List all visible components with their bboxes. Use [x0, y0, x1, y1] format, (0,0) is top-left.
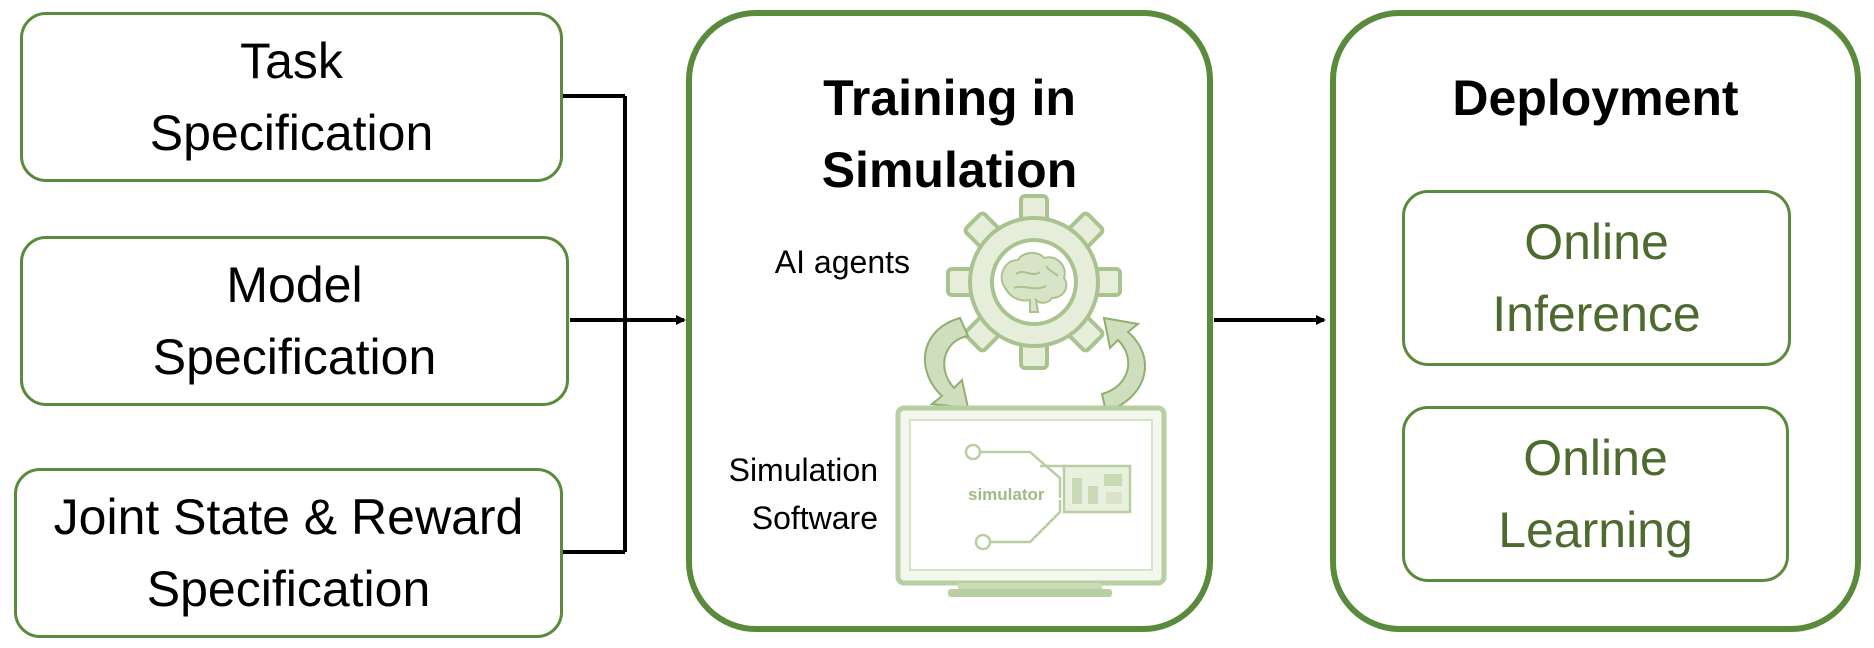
training-title-line-1: Training in [823, 70, 1076, 126]
task-spec-line-1: Task [240, 33, 343, 89]
online-inference-line-2: Inference [1492, 286, 1701, 342]
simulation-software-label: Simulation Software [690, 446, 878, 542]
model-spec-line-1: Model [226, 257, 363, 313]
simulator-window-icon [1062, 464, 1132, 514]
cycle-arrow-icon [923, 316, 1147, 414]
gear-brain-icon [946, 194, 1122, 370]
sim-software-line-2: Software [751, 500, 878, 536]
online-learning-box: Online Learning [1402, 406, 1789, 582]
task-spec-line-2: Specification [149, 105, 434, 161]
joint-spec-line-1: Joint State & Reward [53, 489, 524, 545]
online-learning-line-1: Online [1523, 430, 1668, 486]
simulator-screen-text: simulator [968, 485, 1045, 504]
monitor-icon: simulator [895, 405, 1167, 597]
online-inference-line-1: Online [1524, 214, 1669, 270]
model-specification-box: Model Specification [20, 236, 569, 406]
joint-state-reward-specification-box: Joint State & Reward Specification [14, 468, 563, 638]
ai-agents-label: AI agents [774, 244, 910, 280]
input-merge-bracket [562, 94, 627, 554]
online-inference-box: Online Inference [1402, 190, 1791, 366]
brain-icon [1000, 252, 1068, 313]
online-learning-line-2: Learning [1498, 502, 1693, 558]
task-specification-box: Task Specification [20, 12, 563, 182]
deployment-title: Deployment [1452, 70, 1739, 126]
training-title: Training in Simulation [822, 62, 1078, 206]
joint-spec-line-2: Specification [146, 561, 431, 617]
sim-software-line-1: Simulation [728, 452, 878, 488]
model-spec-line-2: Specification [152, 329, 437, 385]
training-title-line-2: Simulation [821, 142, 1078, 198]
